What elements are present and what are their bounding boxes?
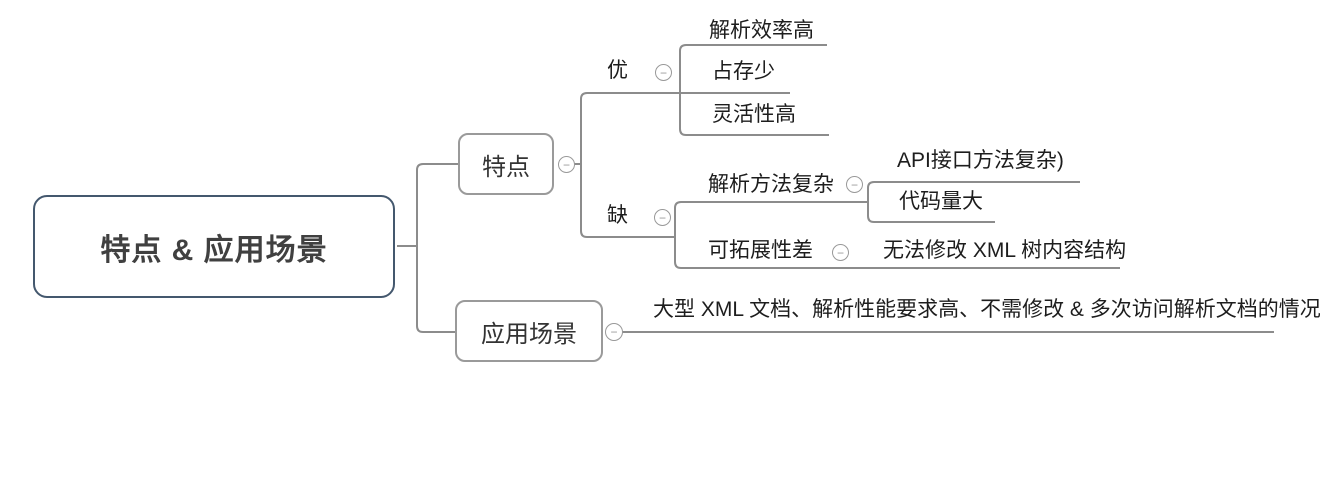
connector-que-children [674,201,1120,269]
topic-pros[interactable]: 优 [607,59,628,82]
root-topic[interactable]: 特点 & 应用场景 [33,195,395,298]
minus-icon: − [836,245,844,260]
topic-api-complex[interactable]: API接口方法复杂) [897,149,1064,172]
root-topic-label: 特点 & 应用场景 [100,233,328,267]
topic-use-cases-label: 应用场景 [481,320,577,348]
collapse-button-cons[interactable]: − [654,209,671,226]
topic-flexibility[interactable]: 灵活性高 [712,103,796,126]
collapse-button-poor-extensibility[interactable]: − [832,244,849,261]
minus-icon: − [659,65,667,80]
topic-parse-efficiency[interactable]: 解析效率高 [709,19,814,42]
connector-tedian-spine [580,92,790,238]
topic-complex-parsing[interactable]: 解析方法复杂 [708,173,834,196]
topic-cons[interactable]: 缺 [607,204,628,227]
collapse-button-use-cases[interactable]: − [605,323,623,341]
minus-icon: − [850,177,858,192]
collapse-button-features[interactable]: − [558,156,575,173]
topic-cannot-modify-tree[interactable]: 无法修改 XML 树内容结构 [883,239,1127,262]
topic-large-code[interactable]: 代码量大 [899,190,983,213]
topic-features[interactable]: 特点 [458,133,554,195]
minus-icon: − [610,325,618,339]
minus-icon: − [562,157,570,172]
minus-icon: − [658,210,666,225]
collapse-button-complex-parsing[interactable]: − [846,176,863,193]
topic-features-label: 特点 [482,153,530,181]
topic-low-memory[interactable]: 占存少 [712,60,775,83]
collapse-button-pros[interactable]: − [655,64,672,81]
connector-jiexifangfa-children [867,181,1080,223]
topic-use-cases[interactable]: 应用场景 [455,300,603,362]
topic-use-case-detail[interactable]: 大型 XML 文档、解析性能要求高、不需修改 & 多次访问解析文档的情况 [653,298,1320,321]
topic-poor-extensibility[interactable]: 可拓展性差 [708,239,813,262]
connector-you-children [679,44,829,136]
connector-root-spine [416,163,458,333]
